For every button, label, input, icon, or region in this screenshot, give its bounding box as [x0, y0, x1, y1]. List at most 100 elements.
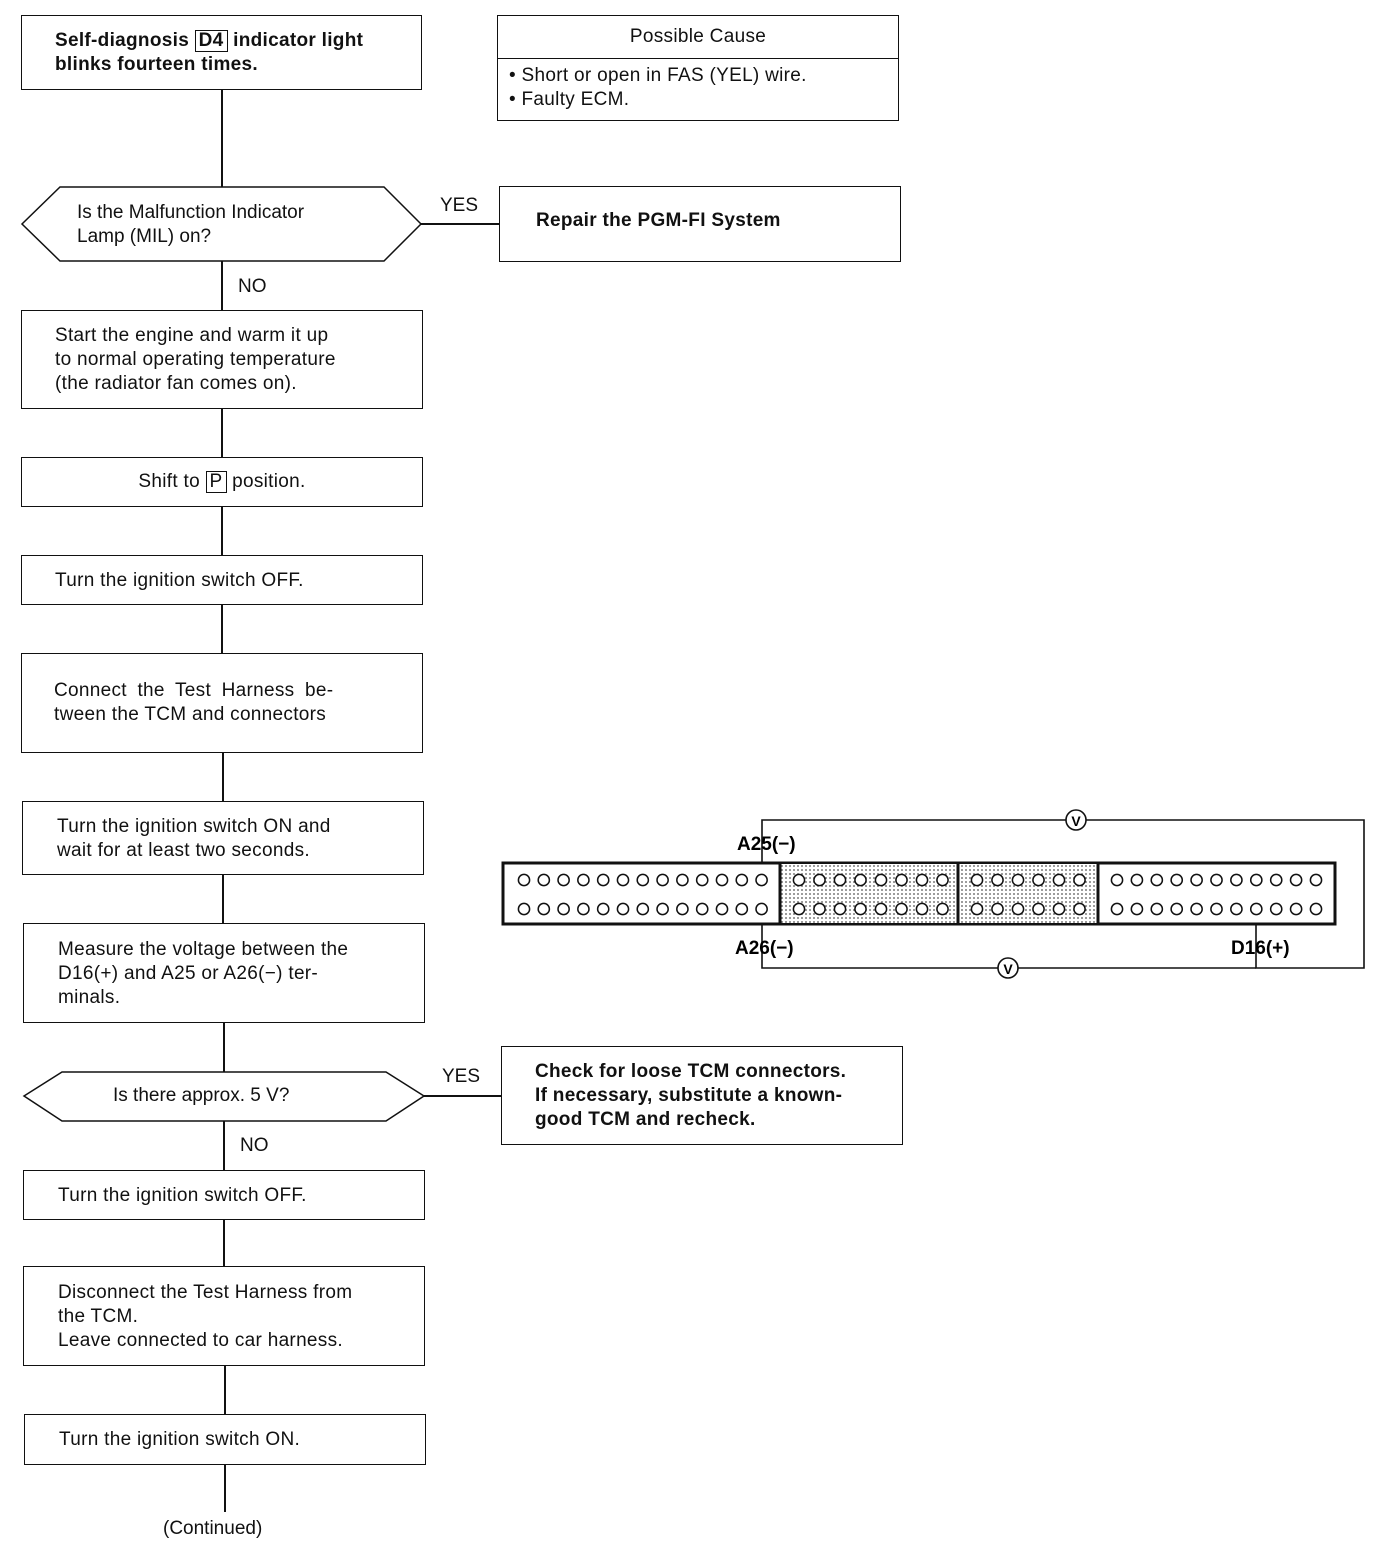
warm-up-box: Start the engine and warm it up to norma…: [21, 310, 423, 409]
decision-mil-line2: Lamp (MIL) on?: [77, 226, 212, 247]
connector-pin: [813, 902, 826, 916]
flow-line: [221, 604, 223, 654]
connector-pin: [813, 873, 826, 887]
connector-pin: [1230, 902, 1243, 916]
connector-pin: [755, 873, 768, 887]
connector-pin: [1309, 873, 1323, 887]
probe-wire-a25: [761, 819, 1365, 969]
connector-pin: [792, 873, 806, 887]
connector-pin: [676, 873, 689, 887]
repair-pgmfi-text: Repair the PGM-FI System: [536, 210, 781, 231]
connector-pin: [1230, 873, 1243, 887]
connector-pin: [915, 873, 929, 887]
connector-pin: [596, 902, 610, 916]
probe-wire-a26: [761, 912, 1256, 969]
connector-pin: [517, 902, 531, 916]
decision-5v-shape: [22, 1071, 426, 1122]
terminal-d16-label: D16(+): [1231, 938, 1290, 959]
ignition-off-box: Turn the ignition switch OFF.: [21, 555, 423, 605]
connector-pin: [537, 873, 551, 887]
cause-item: • Short or open in FAS (YEL) wire.: [509, 65, 807, 86]
flow-line: [221, 408, 223, 458]
flow-line: [223, 1121, 225, 1171]
connector-pin: [833, 902, 847, 916]
yes-label: YES: [442, 1066, 481, 1087]
flow-line: [221, 89, 223, 187]
flow-line: [223, 1022, 225, 1072]
connector-pin: [537, 902, 551, 916]
measure-voltage-line: D16(+) and A25 or A26(−) ter-: [58, 963, 319, 984]
no-label: NO: [240, 1135, 269, 1156]
flow-line: [223, 1219, 225, 1267]
connector-pin: [895, 873, 908, 887]
connector-pin: [915, 902, 929, 916]
p-key-icon: P: [205, 471, 227, 493]
ignition-on-text: Turn the ignition switch ON.: [59, 1429, 301, 1450]
yes-label: YES: [440, 195, 479, 216]
connector-pin: [1249, 873, 1263, 887]
ignition-on-box: Turn the ignition switch ON.: [24, 1414, 426, 1465]
possible-cause-header: Possible Cause: [498, 16, 898, 59]
start-text-line2: blinks fourteen times.: [55, 54, 258, 75]
connector-pin: [715, 873, 729, 887]
check-tcm-box: Check for loose TCM connectors. If neces…: [501, 1046, 903, 1145]
yes-line: [421, 223, 499, 225]
connector-pin: [1170, 902, 1184, 916]
connector-pin: [695, 873, 709, 887]
possible-cause-box: Possible Cause • Short or open in FAS (Y…: [497, 15, 899, 121]
connector-pin: [833, 873, 847, 887]
check-tcm-line: Check for loose TCM connectors.: [535, 1061, 847, 1082]
connector-pin: [936, 873, 949, 887]
continued-label: (Continued): [163, 1518, 263, 1539]
connector-pin: [1130, 873, 1144, 887]
shift-text-post: position.: [232, 471, 306, 492]
ignition-off-text: Turn the ignition switch OFF.: [55, 570, 304, 591]
connector-pin: [1269, 902, 1283, 916]
connector-pin: [616, 873, 630, 887]
connect-harness-box: Connect the Test Harness be- tween the T…: [21, 653, 423, 753]
connector-pin: [715, 902, 729, 916]
connector-pin: [874, 902, 888, 916]
connector-pin: [1032, 902, 1045, 916]
start-text-post: indicator light: [233, 30, 364, 51]
connector-pin: [1170, 873, 1184, 887]
connector-pin: [1150, 873, 1164, 887]
connector-pin: [1052, 873, 1066, 887]
connector-pin: [1110, 873, 1124, 887]
connector-pin: [970, 902, 984, 916]
warm-up-line: (the radiator fan comes on).: [55, 373, 297, 394]
disconnect-harness-line: the TCM.: [58, 1306, 139, 1327]
flow-line: [224, 1464, 226, 1512]
flow-line: [221, 506, 223, 556]
connector-pin: [735, 902, 749, 916]
connector-pin: [1150, 902, 1164, 916]
connector-pin: [1190, 873, 1203, 887]
measure-voltage-box: Measure the voltage between the D16(+) a…: [23, 923, 425, 1023]
decision-mil-line1: Is the Malfunction Indicator: [77, 202, 305, 223]
repair-pgmfi-box: Repair the PGM-FI System: [499, 186, 901, 262]
connector-pin: [854, 873, 867, 887]
shift-to-p-box: Shift to P position.: [21, 457, 423, 507]
voltmeter-icon: V: [1065, 809, 1087, 831]
connector-pin: [636, 873, 650, 887]
disconnect-harness-line: Leave connected to car harness.: [58, 1330, 343, 1351]
connector-pin: [656, 902, 669, 916]
disconnect-harness-line: Disconnect the Test Harness from: [58, 1282, 353, 1303]
connector-pin: [991, 873, 1004, 887]
connector-pin: [1210, 873, 1223, 887]
connector-pins: [517, 873, 1323, 916]
flow-line: [224, 1365, 226, 1415]
connector-pin: [970, 873, 984, 887]
connector-pin: [577, 873, 590, 887]
ignition-off-box: Turn the ignition switch OFF.: [23, 1170, 425, 1220]
connector-pin: [1289, 902, 1303, 916]
yes-line: [424, 1095, 502, 1097]
connector-pin: [577, 902, 590, 916]
connector-section-b: [780, 864, 958, 923]
flow-line: [222, 752, 224, 802]
connector-pin: [676, 902, 689, 916]
connect-harness-line: Connect the Test Harness be-: [54, 680, 334, 701]
connector-pin: [557, 902, 570, 916]
connector-pin: [874, 873, 888, 887]
